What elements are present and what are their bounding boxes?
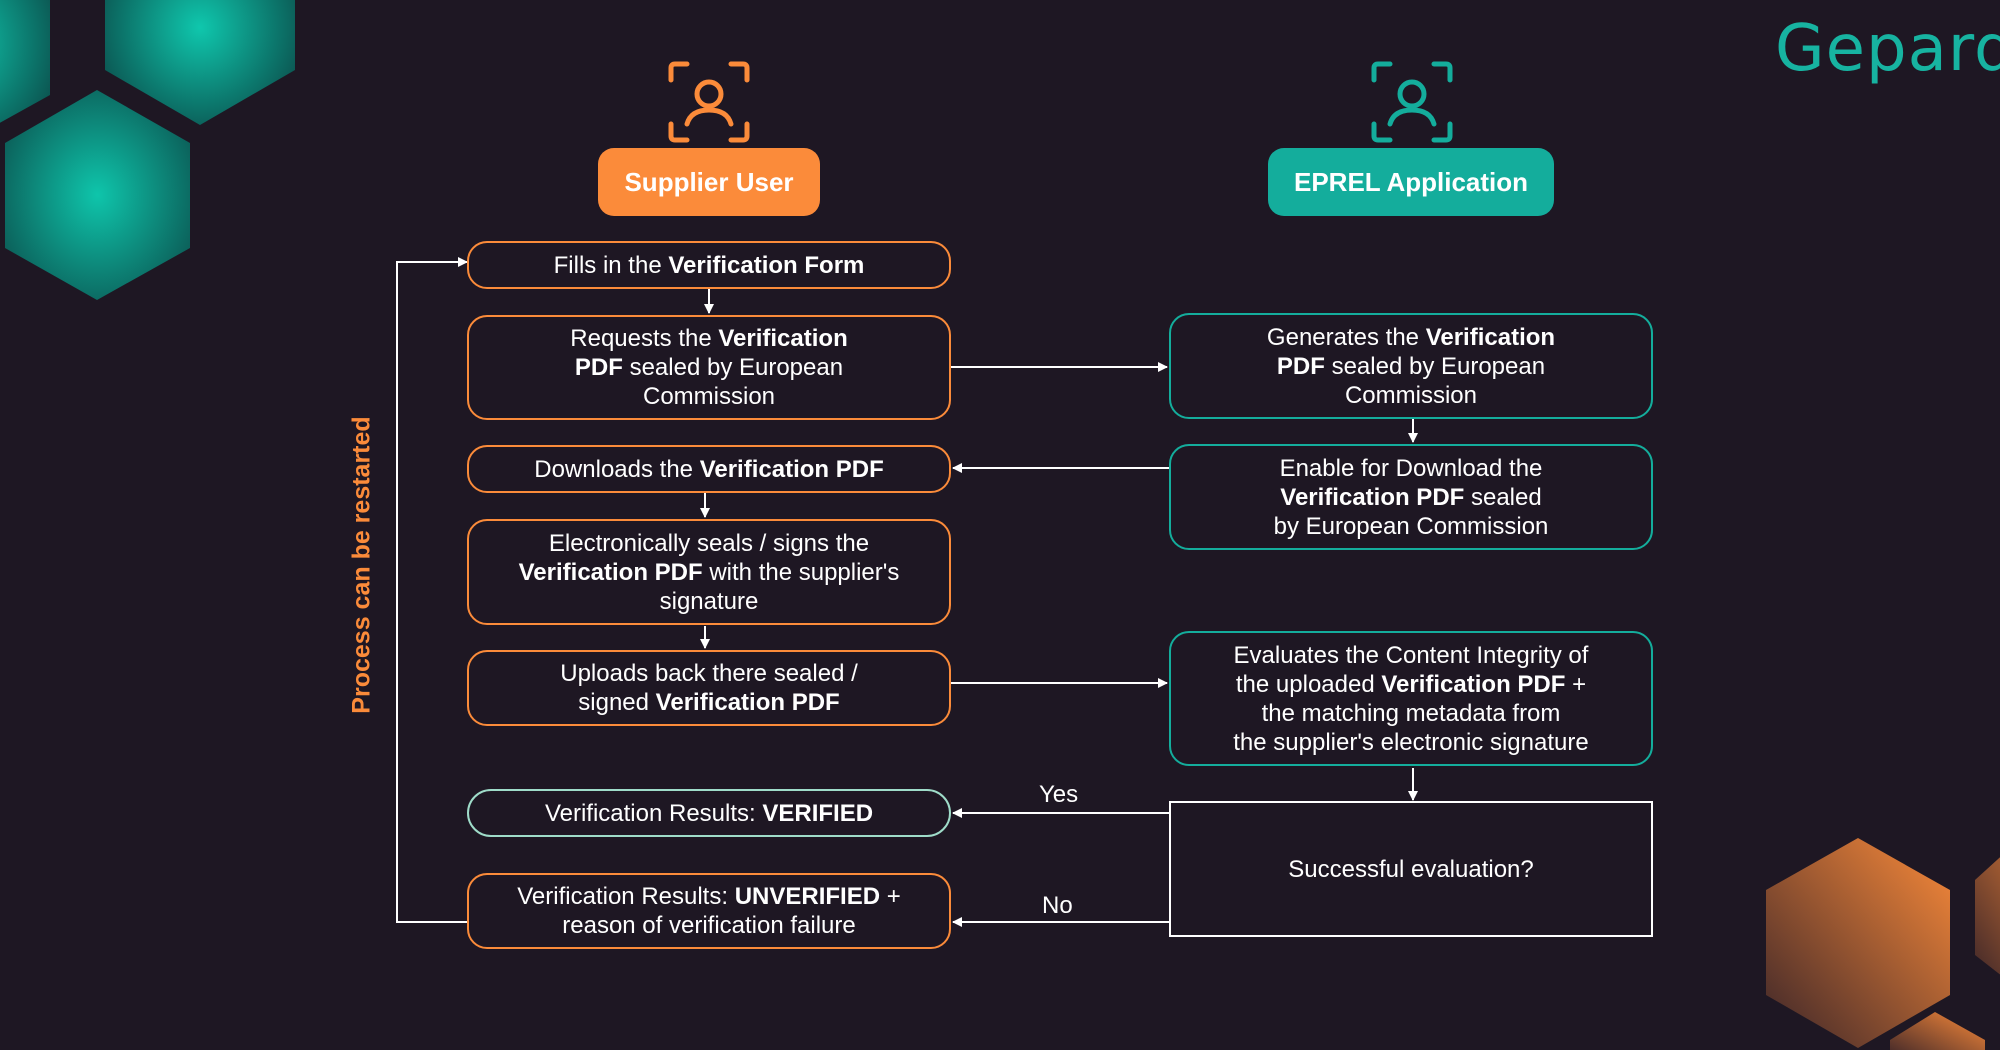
supplier-user-label: Supplier User: [598, 148, 820, 216]
edge-label-yes: Yes: [1039, 781, 1079, 808]
step-evaluate: Evaluates the Content Integrity of the u…: [1169, 631, 1653, 766]
decorative-hexagon: [1766, 838, 1950, 1048]
eprel-application-icon: [1371, 61, 1453, 143]
step-generate-pdf: Generates the Verification PDF sealed by…: [1169, 313, 1653, 419]
result-unverified: Verification Results: UNVERIFIED + reaso…: [467, 873, 951, 949]
step-fill-form-text: Fills in the Verification Form: [553, 251, 865, 279]
result-verified-text: Verification Results: VERIFIED: [544, 799, 874, 827]
gepard-logo: Gepard: [1775, 12, 2000, 86]
supplier-user-icon: [668, 61, 750, 143]
step-seal-sign-text: Electronically seals / signs the Verific…: [518, 529, 900, 615]
step-download-pdf-text: Downloads the Verification PDF: [534, 455, 884, 483]
eprel-application-label: EPREL Application: [1268, 148, 1554, 216]
decision-text: Successful evaluation?: [1288, 855, 1534, 883]
step-evaluate-text: Evaluates the Content Integrity of the u…: [1233, 641, 1589, 756]
decorative-hexagon: [1890, 1012, 1985, 1050]
step-download-pdf: Downloads the Verification PDF: [467, 445, 951, 493]
step-request-pdf: Requests the Verification PDF sealed by …: [467, 315, 951, 420]
edge-label-no: No: [1042, 892, 1073, 919]
decision-successful-evaluation: Successful evaluation?: [1169, 801, 1653, 937]
step-enable-download: Enable for Download the Verification PDF…: [1169, 444, 1653, 550]
step-seal-sign: Electronically seals / signs the Verific…: [467, 519, 951, 625]
decorative-hexagon: [105, 0, 295, 125]
result-unverified-text: Verification Results: UNVERIFIED + reaso…: [517, 883, 901, 939]
step-enable-download-text: Enable for Download the Verification PDF…: [1273, 454, 1549, 540]
decorative-hexagon: [0, 0, 50, 123]
decorative-hexagon: [5, 90, 190, 300]
step-upload-back-text: Uploads back there sealed / signed Verif…: [560, 660, 858, 716]
step-upload-back: Uploads back there sealed / signed Verif…: [467, 650, 951, 726]
step-request-pdf-text: Requests the Verification PDF sealed by …: [570, 325, 848, 410]
decorative-hexagon: [1975, 857, 2000, 975]
step-fill-form: Fills in the Verification Form: [467, 241, 951, 289]
restart-loop-label: Process can be restarted: [347, 416, 376, 714]
result-verified: Verification Results: VERIFIED: [467, 789, 951, 837]
step-generate-pdf-text: Generates the Verification PDF sealed by…: [1266, 323, 1556, 409]
